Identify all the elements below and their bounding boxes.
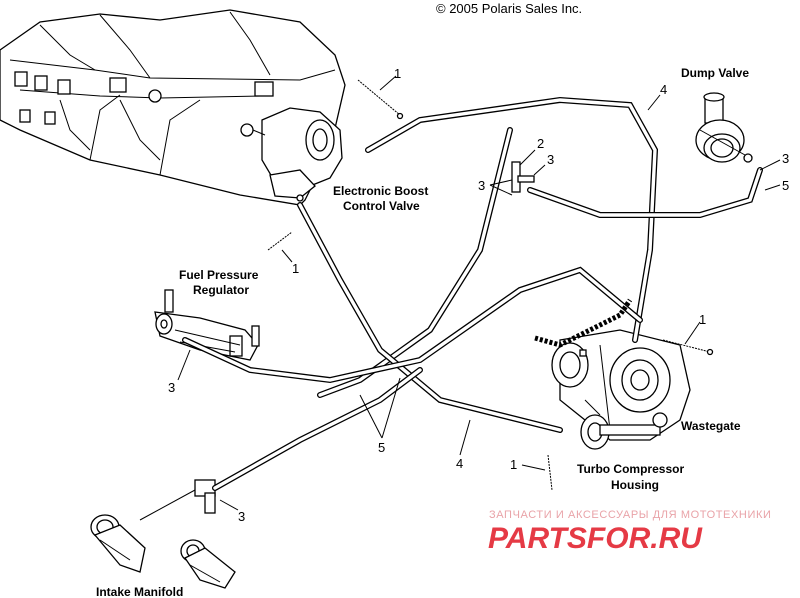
callout-3: 3 <box>238 509 245 524</box>
callout-1: 1 <box>394 66 401 81</box>
callout-3: 3 <box>168 380 175 395</box>
label-turbo-compressor: Turbo Compressor <box>577 462 684 476</box>
callout-4: 4 <box>456 456 463 471</box>
hose-fitting <box>139 479 216 521</box>
fuel-pressure-regulator <box>154 289 260 361</box>
hose-lines <box>182 96 763 491</box>
label-dump-valve: Dump Valve <box>681 66 749 80</box>
label-regulator: Regulator <box>193 283 249 297</box>
electronic-boost-control-valve <box>240 107 343 202</box>
label-intake-manifold: Intake Manifold <box>96 585 183 598</box>
callout-1: 1 <box>292 261 299 276</box>
callout-1: 1 <box>510 457 517 472</box>
engine-block <box>0 9 346 206</box>
turbo-compressor-housing <box>551 329 691 450</box>
dump-valve <box>695 92 753 163</box>
label-wastegate: Wastegate <box>681 419 741 433</box>
callout-4: 4 <box>660 82 667 97</box>
label-control-valve: Control Valve <box>343 199 420 213</box>
callout-3: 3 <box>547 152 554 167</box>
label-fuel-pressure: Fuel Pressure <box>179 268 259 282</box>
callout-5: 5 <box>782 178 789 193</box>
bolts <box>267 79 714 491</box>
watermark-tagline: ЗАПЧАСТИ И АКСЕССУАРЫ ДЛЯ МОТОТЕХНИКИ <box>489 509 771 521</box>
callout-3: 3 <box>478 178 485 193</box>
callout-2: 2 <box>537 136 544 151</box>
leader-lines <box>177 75 781 511</box>
callout-5: 5 <box>378 440 385 455</box>
intake-manifold <box>90 514 236 589</box>
label-electronic-boost: Electronic Boost <box>333 184 428 198</box>
copyright-text: © 2005 Polaris Sales Inc. <box>436 1 582 16</box>
callout-3: 3 <box>782 151 789 166</box>
callout-1: 1 <box>699 312 706 327</box>
label-housing: Housing <box>611 478 659 492</box>
watermark-logo: PARTSFOR.RU <box>488 522 703 555</box>
